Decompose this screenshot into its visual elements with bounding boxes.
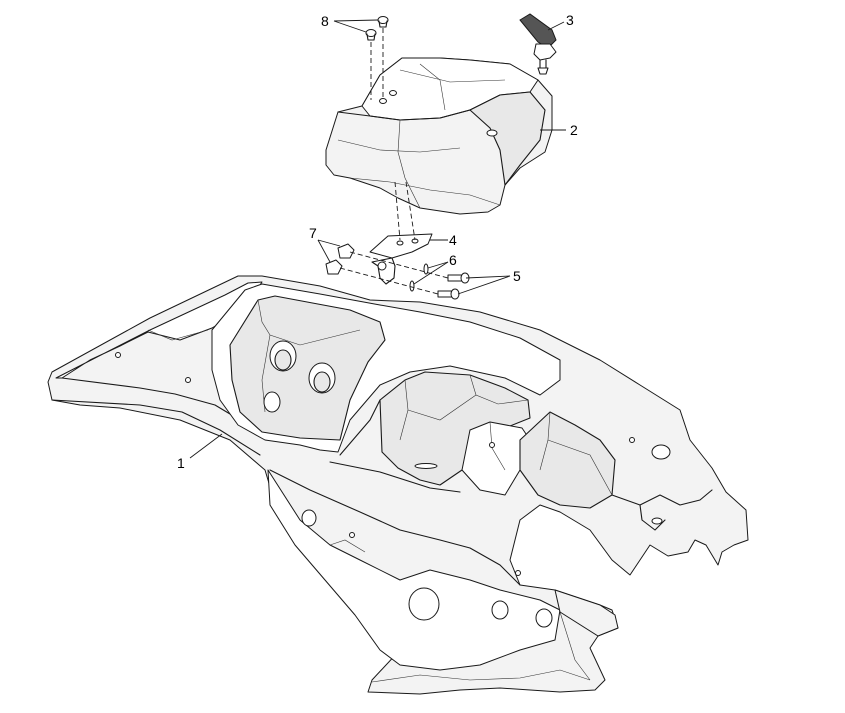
callout-7: 7 — [309, 225, 317, 241]
storage-box-part — [325, 57, 553, 215]
push-rivets-part — [365, 16, 389, 41]
callout-2: 2 — [570, 122, 578, 138]
washers-part — [409, 263, 429, 292]
callout-6: 6 — [449, 252, 457, 268]
assembly-lines — [339, 28, 449, 295]
callout-3: 3 — [566, 12, 574, 28]
callout-8: 8 — [321, 13, 329, 29]
callout-1: 1 — [177, 455, 185, 471]
leader-lines — [189, 19, 566, 459]
callout-5: 5 — [513, 268, 521, 284]
nuts-part — [325, 243, 355, 275]
callouts: 1 2 3 4 5 6 7 8 — [177, 12, 578, 471]
cap-latch-part — [519, 13, 557, 75]
mounting-bracket-part — [369, 233, 433, 285]
rear-fender-part — [47, 275, 749, 695]
callout-4: 4 — [449, 232, 457, 248]
bolts-part — [437, 272, 470, 300]
